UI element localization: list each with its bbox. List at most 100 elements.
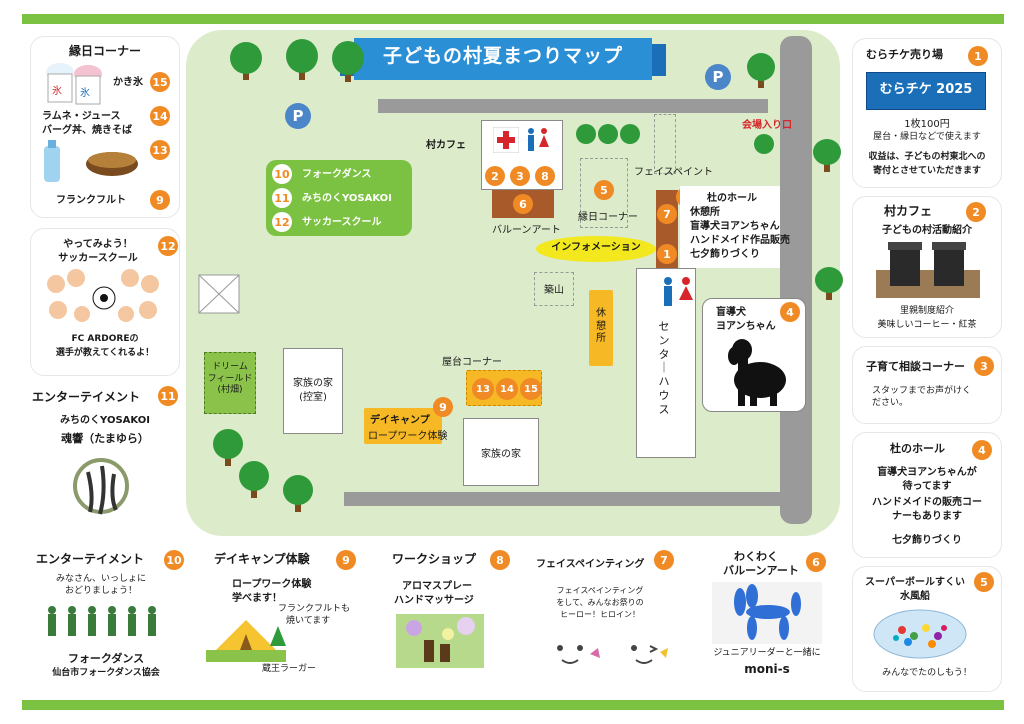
drinks-label-2: バーグ丼、焼きそば xyxy=(42,125,132,136)
camp-line2: 学べます！ xyxy=(232,593,282,604)
facepaint-line1: フェイスペインティング xyxy=(556,586,644,595)
facepaint-line3: ヒーロー！ヒロイン！ xyxy=(560,610,640,619)
badge-13: 13 xyxy=(472,378,494,400)
village-cafe-label: 村カフェ xyxy=(426,140,466,151)
superball-line2: 水風船 xyxy=(900,591,930,602)
road-right xyxy=(780,36,812,524)
map-title: 子どもの村夏まつりマップ xyxy=(382,45,623,67)
tree-icon xyxy=(213,429,243,466)
badge-2: 2 xyxy=(966,202,986,222)
consult-line2: ださい。 xyxy=(872,398,909,408)
badge-15: 15 xyxy=(520,378,542,400)
hall-info-box xyxy=(680,186,780,268)
top-green-bar xyxy=(22,14,1004,24)
aroma-photo xyxy=(396,614,484,668)
cafe-title: 村カフェ xyxy=(884,204,933,218)
svg-text:氷: 氷 xyxy=(80,86,90,99)
balloon-line1: ジュニアリーダーと一緒に xyxy=(713,648,821,658)
ticket-note2: 寄付とさせていただきます xyxy=(872,166,981,176)
badge-1: 1 xyxy=(657,244,677,264)
balloon-line2: moni-s xyxy=(744,662,790,676)
stage-item-folk-dance: フォークダンス xyxy=(302,169,372,180)
tree-icon xyxy=(332,41,364,82)
dog-box-line2: ヨアンちゃん xyxy=(716,321,776,332)
badge-9: 9 xyxy=(433,397,453,417)
hall-card-title: 杜のホール xyxy=(890,442,945,455)
family-house-1: 家族の家(控室) xyxy=(283,348,343,434)
ticket-price: 1枚100円 xyxy=(904,119,950,130)
hall-card xyxy=(852,432,1002,558)
badge-13: 13 xyxy=(150,140,170,160)
shaved-ice-icon: 氷氷 xyxy=(46,63,102,105)
ticket-note1: 収益は、子どもの村東北への xyxy=(868,152,986,162)
cafe-line2: 美味しいコーヒー・紅茶 xyxy=(877,320,977,330)
badge-10: 10 xyxy=(164,550,184,570)
superball-line3: みんなでたのしもう！ xyxy=(882,668,972,678)
restroom-icon xyxy=(664,277,693,306)
balloon-title1: わくわく xyxy=(734,550,778,563)
folk-dancers-icon xyxy=(48,606,156,636)
hall-box-line: ハンドメイド作品販売 xyxy=(690,235,790,246)
day-camp-label: デイキャンプ xyxy=(370,415,430,426)
workshop-line1: アロマスプレー xyxy=(402,581,472,592)
workshop-title: ワークショップ xyxy=(392,552,477,566)
cafe-sub: 子どもの村活動紹介 xyxy=(882,225,972,236)
balloon-art-label: バルーンアート xyxy=(492,225,561,236)
folk-line3: フォークダンス xyxy=(67,652,145,665)
bush-icon xyxy=(754,134,774,154)
badge-9: 9 xyxy=(336,550,356,570)
tree-icon xyxy=(239,461,269,498)
badge-11: 11 xyxy=(158,386,178,406)
workshop-line2: ハンドマッサージ xyxy=(394,595,474,606)
dream-field xyxy=(204,352,256,414)
badge-1: 1 xyxy=(968,46,988,66)
badge-10: 10 xyxy=(272,164,292,184)
tree-icon xyxy=(813,139,841,172)
first-aid-icon xyxy=(493,127,519,153)
rest-area-label: 休憩所 xyxy=(596,308,606,344)
dream-field-label: ドリームフィールド(村畑) xyxy=(207,362,253,396)
parking-icon-2: P xyxy=(285,103,311,129)
ennichi-area xyxy=(580,158,628,228)
ennichi-label: 縁日コーナー xyxy=(578,212,638,223)
bottom-green-bar xyxy=(22,700,1004,710)
hall-box-title: 杜のホール xyxy=(707,193,757,204)
folk-line1: みなさん、いっしょに xyxy=(55,574,146,584)
folk-title: エンターテイメント xyxy=(36,552,145,566)
facepaint-line2: をして、みんなお祭りの xyxy=(556,598,644,607)
badge-5: 5 xyxy=(594,180,614,200)
road-bottom xyxy=(344,492,780,506)
soccer-line2: サッカースクール xyxy=(58,253,138,264)
ent11-title: エンターテイメント xyxy=(32,390,141,404)
frank-label: フランクフルト xyxy=(56,195,126,206)
tamayura-logo xyxy=(73,458,129,515)
badge-7: 7 xyxy=(657,204,677,224)
road-top xyxy=(378,99,768,113)
guide-dog-icon xyxy=(728,339,786,406)
yatai-corner-label: 屋台コーナー xyxy=(442,357,502,368)
consult-line1: スタッフまでお声がけく xyxy=(872,386,972,396)
family-house-2: 家族の家 xyxy=(463,418,539,486)
badge-4: 4 xyxy=(972,440,992,460)
ticket-image xyxy=(866,72,986,110)
superball-line1: スーパーボールすくい xyxy=(865,577,965,588)
badge-6: 6 xyxy=(513,194,533,214)
facepaint-title: フェイスペインティング xyxy=(536,559,645,570)
svg-text:氷: 氷 xyxy=(52,84,62,97)
superball-pool-icon xyxy=(873,609,967,659)
camp-line3: フランクフルトも xyxy=(278,604,351,614)
soccer-line1: やってみよう！ xyxy=(63,239,133,250)
rope-work-label: ロープワーク体験 xyxy=(368,431,448,442)
camp-line1: ロープワーク体験 xyxy=(232,579,312,590)
tree-icon xyxy=(815,267,843,300)
soccer-kids-icon xyxy=(47,269,159,322)
camp-title: デイキャンプ体験 xyxy=(214,552,310,566)
bushes-icon xyxy=(576,124,640,144)
tent-icon xyxy=(206,620,286,662)
ticket-title: むらチケ売り場 xyxy=(866,48,943,61)
hall-box-line: 七夕飾りづくり xyxy=(690,249,760,260)
folk-line4: 仙台市フォークダンス協会 xyxy=(52,668,160,678)
restroom-icon xyxy=(528,128,549,151)
camp-line4: 焼いてます xyxy=(286,616,331,626)
dog-box-line1: 盲導犬 xyxy=(716,307,746,318)
